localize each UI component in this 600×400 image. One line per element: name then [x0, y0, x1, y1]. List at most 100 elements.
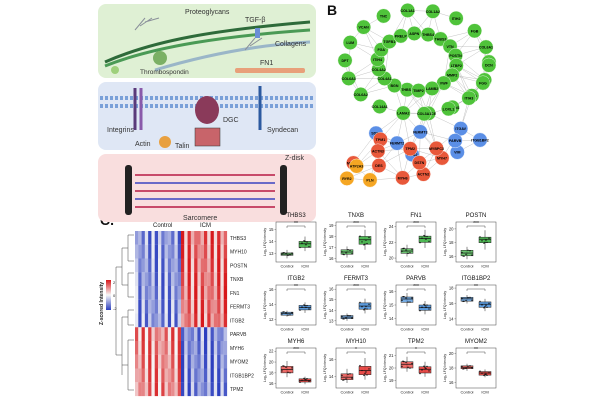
heatmap-cell [187, 299, 191, 314]
boxplot-point [361, 241, 363, 243]
heatmap-cell [190, 244, 195, 259]
heatmap-cell [213, 286, 218, 300]
heatmap-cell [187, 244, 191, 259]
boxplot-sig-bracket [406, 225, 426, 228]
network-node-label: LOXL1 [443, 107, 455, 111]
network-node: ITGB1BP2 [471, 132, 489, 148]
heatmap-cell [181, 299, 185, 314]
boxplot-point [402, 360, 404, 362]
boxplot-sig-label: *** [413, 284, 419, 290]
heatmap-cell [174, 327, 178, 342]
heatmap-cell [210, 327, 214, 342]
heatmap-cell [171, 272, 175, 287]
network-node-label: FERMT3 [413, 130, 427, 134]
heatmap-cell [144, 286, 149, 300]
heatmap-cell [181, 368, 185, 383]
heatmap-cell [197, 258, 201, 273]
boxplot-point [289, 254, 291, 256]
heatmap-cell [167, 341, 172, 355]
boxplot-title: ITGB1BP2 [462, 276, 491, 282]
boxplot-point [421, 306, 423, 308]
heatmap-cell [154, 327, 159, 342]
heatmap-cell [204, 354, 208, 369]
label-fn1: FN1 [260, 60, 273, 67]
heatmap-cell [181, 286, 185, 300]
heatmap-cell [223, 258, 228, 273]
heatmap-cell [220, 341, 224, 355]
boxplot-point [428, 370, 430, 372]
network-node: DSTN [411, 155, 427, 171]
boxplot-title: ITGB2 [287, 276, 305, 282]
boxplot-sig-bracket [406, 288, 426, 291]
heatmap-cell [194, 341, 198, 355]
heatmap-cell [174, 286, 178, 300]
heatmap-cell [204, 299, 208, 314]
heatmap-cell [204, 258, 208, 273]
boxplot-ytick-label: 14 [269, 302, 274, 307]
boxplot-point [485, 373, 487, 375]
heatmap-cell [171, 354, 175, 369]
heatmap-cell [194, 382, 198, 397]
boxplot-xlabel: Control [401, 390, 414, 395]
heatmap-cell [220, 327, 224, 342]
heatmap-cell [167, 382, 172, 397]
boxplot-ytick-label: 20 [389, 366, 394, 371]
network-node-circle [376, 8, 391, 24]
heatmap-cell [141, 299, 145, 314]
heatmap-cell [223, 368, 228, 383]
boxplot-point [343, 318, 345, 320]
heatmap-cell [161, 231, 165, 245]
boxplot-ytick-label: 16 [449, 254, 454, 259]
heatmap-cell [148, 272, 152, 287]
boxplot-point [485, 304, 487, 307]
heatmap-cell [213, 299, 218, 314]
heatmap-cell [200, 299, 205, 314]
boxplot-xlabel: ICM [421, 390, 428, 395]
heatmap-cell [161, 368, 165, 383]
boxplot-point [361, 306, 363, 308]
heatmap-cell [220, 299, 224, 314]
network-node-label: DES [375, 164, 383, 168]
heatmap-cell [181, 327, 185, 342]
heatmap-cell [158, 299, 162, 314]
heatmap-cell [220, 313, 224, 328]
heatmap-cell [154, 382, 159, 397]
boxplot-point [347, 248, 349, 251]
network-node-label: FERMT2 [390, 142, 404, 146]
heatmap-row-label: FERMT3 [230, 305, 250, 311]
boxplot-ytick-label: 22 [389, 240, 394, 245]
boxplot-xlabel: ICM [421, 327, 428, 332]
boxplot-point [407, 301, 409, 303]
heatmap-cell [213, 341, 218, 355]
boxplot-point [469, 365, 471, 367]
boxplot-ytick-label: 14 [329, 308, 334, 313]
heatmap-cell [154, 368, 159, 383]
network-node: VCAN [356, 19, 372, 35]
network-node: LAMB2 [424, 81, 440, 96]
boxplot-point [463, 300, 465, 303]
tgfb-icon [255, 28, 260, 38]
boxplot-point [347, 314, 349, 317]
boxplot-sig-label: ** [474, 284, 478, 290]
boxplot-point [402, 296, 404, 298]
boxplot-point [347, 373, 349, 376]
boxplot-ytick-label: 16 [329, 357, 334, 362]
network-node: COL1A1 [400, 3, 416, 18]
network-node-label: COL6A3 [342, 77, 356, 81]
heatmap-cell [144, 327, 149, 342]
heatmap-cell [148, 327, 152, 342]
boxplot-ytick-label: 20 [449, 226, 454, 231]
heatmap-cell [151, 354, 155, 369]
network-node-circle [349, 158, 364, 174]
boxplot-point [486, 306, 488, 309]
heatmap-cell [197, 244, 201, 259]
heatmap-cell [164, 382, 168, 397]
boxplot-ytick-label: 22 [269, 349, 274, 354]
heatmap-cell [220, 272, 224, 287]
heatmap-cell [194, 354, 198, 369]
network-node-label: TPM2 [405, 147, 415, 151]
boxplot-point [349, 249, 351, 252]
